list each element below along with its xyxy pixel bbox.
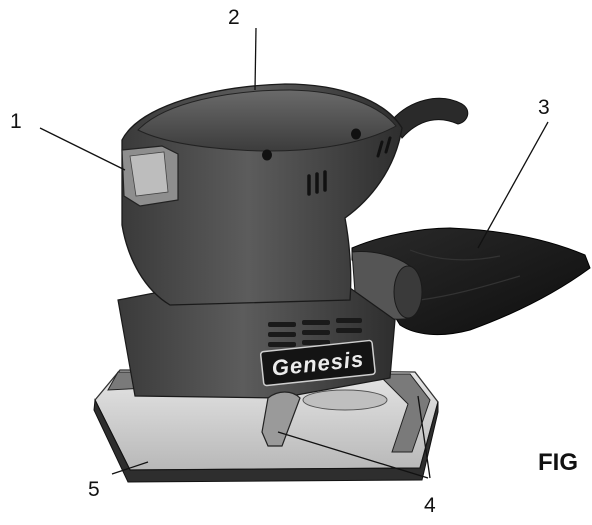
top-handle <box>137 89 397 152</box>
callout-number-5: 5 <box>88 478 100 501</box>
brand-logo-badge: Genesis <box>259 339 376 387</box>
figure-label: FIG <box>538 449 578 476</box>
callout-leader-4b <box>417 395 431 479</box>
rear-vent-slots <box>376 136 392 158</box>
callout-leader-5 <box>111 461 149 475</box>
callout-leader-1 <box>39 127 126 171</box>
callout-leader-3 <box>477 121 549 249</box>
callout-number-3: 3 <box>538 96 550 119</box>
on-off-switch-face <box>129 151 169 197</box>
callout-leader-4a <box>277 431 429 479</box>
side-vent-slots <box>307 170 327 196</box>
callout-number-1: 1 <box>10 110 22 133</box>
callout-number-2: 2 <box>228 6 240 29</box>
base-mount <box>302 389 388 411</box>
dust-bag-fold <box>409 249 521 301</box>
paper-clamp-right <box>376 373 431 453</box>
power-cord <box>391 97 469 139</box>
callout-number-4: 4 <box>424 494 436 517</box>
body-screw-hole <box>351 128 361 140</box>
callout-leader-2 <box>254 27 257 91</box>
clamp-lever <box>261 391 301 447</box>
front-vent-grille <box>268 318 362 347</box>
body-screw-hole <box>262 149 272 161</box>
dust-port-ring <box>393 265 423 319</box>
sanding-pad-edge <box>93 398 439 483</box>
